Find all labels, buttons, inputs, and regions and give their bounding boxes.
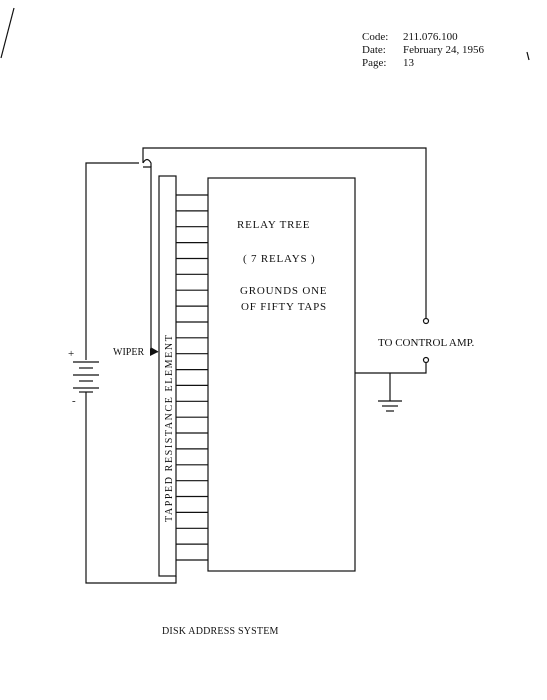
corner-mark [0,7,15,59]
battery-minus-label: - [72,395,76,407]
figure-caption: DISK ADDRESS SYSTEM [162,626,279,637]
document-header: Code: 211.076.100 Date: February 24, 195… [362,31,484,70]
relay-count-label: ( 7 RELAYS ) [243,253,315,265]
page-value: 13 [403,57,414,69]
wiper-arrow-icon [150,348,158,356]
relay-tree-label: RELAY TREE [237,219,310,231]
date-value: February 24, 1956 [403,44,484,56]
code-value: 211.076.100 [403,31,458,43]
date-label: Date: [362,44,386,56]
wiper-label: WIPER [113,347,144,358]
wiper-contact [150,347,159,353]
contact-lower [422,356,430,364]
corner-mark-right [526,51,530,61]
tapped-resistance-element-label: TAPPED RESISTANCE ELEMENT [164,334,175,522]
page-label: Page: [362,57,387,69]
code-label: Code: [362,31,389,43]
control-amp-label: TO CONTROL AMP. [378,337,475,349]
control-amp-wire [355,363,427,374]
date-row: Date: February 24, 1956 [362,44,484,57]
resistance-element-strip [158,175,177,577]
wiper-arm [143,166,152,348]
fifty-taps-label: OF FIFTY TAPS [241,301,327,313]
grounds-label: GROUNDS ONE [240,285,327,297]
top-loop-wire [142,147,427,318]
code-row: Code: 211.076.100 [362,31,484,44]
tap-lines [176,194,208,561]
relay-tree-box [207,177,356,572]
contact-upper [422,317,430,325]
wire-crossover [142,158,152,167]
battery-plus-label: + [68,348,74,360]
battery-upper-wire [85,162,139,360]
page-row: Page: 13 [362,57,484,70]
battery-lower-wire [85,392,177,584]
